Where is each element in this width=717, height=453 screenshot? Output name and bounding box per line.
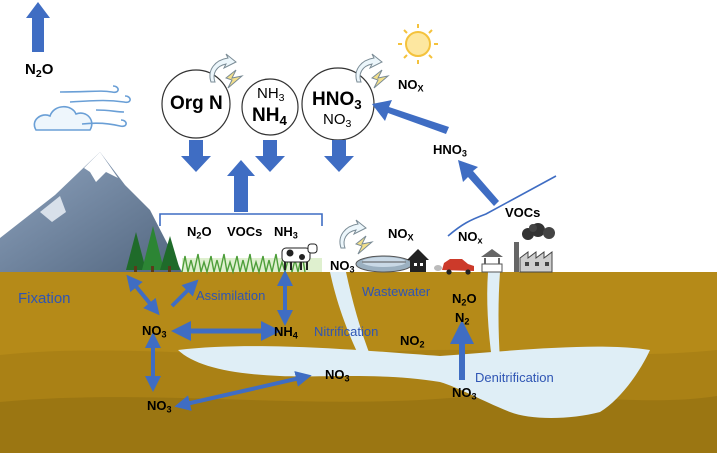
no3-denitrification-label: NO3 (452, 385, 477, 402)
nh4-bubble-label: NH4 (252, 105, 287, 128)
vocs-surface-label: VOCs (227, 224, 263, 239)
industrial-emission-bracket (447, 175, 557, 237)
org-n-label: Org N (170, 93, 223, 114)
no3-surface-label: NO3 (330, 258, 355, 275)
wind-cloud-icon (33, 85, 131, 131)
n2o-atmosphere-label: N2O (25, 61, 54, 81)
car-icon (434, 259, 474, 275)
no3-groundwater-arrow (174, 371, 312, 411)
treatment-plant-icon (355, 255, 413, 273)
volatilization-up-arrow (227, 160, 255, 212)
hno3-label: HNO3 (433, 142, 467, 159)
no3-deposition-arrow (324, 140, 354, 172)
n2o-soil-label: N2O (452, 291, 477, 308)
hno3-bubble-label: HNO3 (312, 89, 362, 112)
nh3-surface-label: NH3 (274, 224, 298, 241)
org-n-bubble (161, 69, 231, 139)
house-icon (407, 249, 429, 272)
well-seepage (487, 272, 500, 360)
no3-soil-label: NO3 (142, 323, 167, 340)
assimilation-label: Assimilation (196, 288, 266, 303)
n2-soil-label: N2 (455, 310, 470, 327)
trees-icon (126, 226, 180, 272)
lightning-icon (355, 53, 390, 89)
n2o-up-arrow (26, 2, 50, 52)
hno3-to-nox-arrow (372, 100, 449, 134)
nox-car-label: NOx (458, 229, 483, 246)
well-icon (481, 249, 503, 273)
no3-bubble-label: NO3 (323, 111, 352, 131)
wastewater-label: Wastewater (362, 284, 431, 299)
surface-emission-bracket (159, 213, 323, 226)
n2o-surface-label: N2O (187, 224, 212, 241)
assimilation-arrow (170, 279, 199, 308)
groundwater-lens (178, 346, 650, 418)
org-n-deposition-arrow (181, 140, 211, 172)
sun-icon (398, 24, 438, 64)
cow-icon (281, 243, 318, 270)
nox-sun-label: NOX (398, 77, 424, 94)
wastewater-seepage (330, 272, 372, 362)
fixation-arrow (126, 274, 160, 316)
vocs-industrial-label: VOCs (505, 205, 541, 220)
fixation-label: Fixation (18, 290, 71, 307)
factory-icon (514, 223, 555, 273)
nh3-nh4-bubble (241, 78, 299, 136)
lightning-icon (209, 53, 244, 89)
lightning-icon (339, 219, 374, 255)
denitrification-label: Denitrification (475, 370, 554, 385)
no2-soil-label: NO2 (400, 333, 425, 350)
no3-deep-label: NO3 (147, 398, 172, 415)
nh3-bubble-label: NH3 (257, 85, 285, 105)
nh4-soil-label: NH4 (274, 324, 298, 341)
nitrification-label: Nitrification (314, 324, 379, 339)
emission-to-hno3-arrow (458, 160, 499, 206)
nh4-deposition-arrow (255, 140, 285, 172)
nox-house-label: NOX (388, 226, 414, 243)
no3-groundwater-label: NO3 (325, 367, 350, 384)
